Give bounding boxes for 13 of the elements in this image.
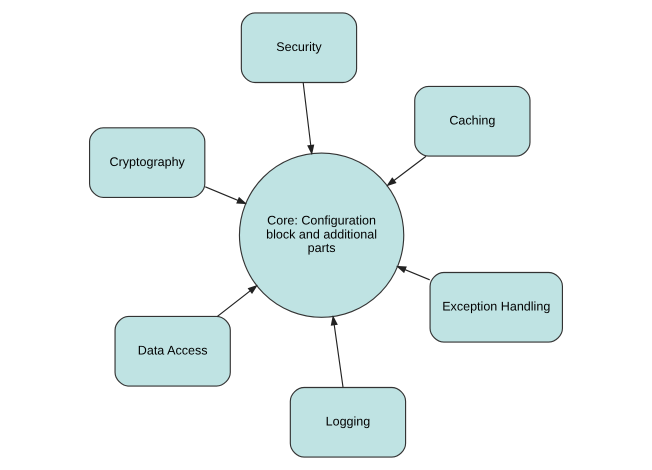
node-box: Cryptography — [89, 127, 206, 198]
node-box: Data Access — [114, 316, 231, 387]
arrow — [330, 315, 344, 388]
node-box: Exception Handling — [430, 272, 563, 343]
arrow — [386, 156, 426, 186]
arrow — [396, 266, 430, 280]
node-box: Caching — [414, 86, 531, 157]
node-box: Security — [240, 12, 358, 84]
arrow — [302, 82, 314, 156]
node-circle: Core: Configuration block and additional parts — [238, 152, 404, 318]
node-box: Logging — [290, 386, 406, 458]
arrow — [205, 186, 248, 204]
arrow — [217, 284, 258, 317]
